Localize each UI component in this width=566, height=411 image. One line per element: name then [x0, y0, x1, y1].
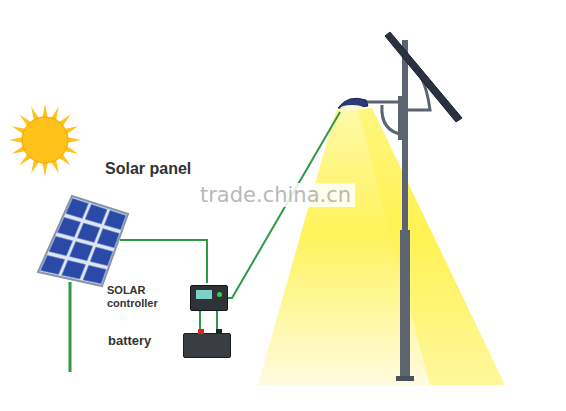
wire [200, 311, 217, 331]
controller-display [196, 290, 212, 299]
solar-cell [77, 223, 100, 242]
battery-terminal-positive [198, 329, 204, 334]
node-label: SOLAR controller [107, 284, 169, 309]
controller-box [190, 285, 228, 311]
battery-terminal-negative [216, 329, 222, 334]
battery-box [183, 333, 231, 358]
sun-ray [9, 137, 23, 143]
sun-ray [42, 162, 48, 176]
sun-ray [67, 137, 81, 143]
battery-node: battery [105, 327, 230, 357]
solar-cell [85, 204, 107, 224]
controller-node: SOLAR controller [105, 283, 230, 311]
pole-base [396, 376, 414, 381]
solar-cell [90, 247, 113, 266]
controller-led [217, 292, 222, 297]
panel-pole [69, 282, 72, 372]
node-label: Solar panel [105, 160, 191, 178]
light-beam [258, 108, 505, 385]
solar-cell [62, 260, 86, 279]
solar-cell [49, 236, 73, 256]
watermark: trade.china.cn [196, 183, 355, 207]
node-label: battery [108, 334, 151, 349]
street-pole-lower [400, 230, 410, 380]
sun-ray [42, 104, 48, 118]
light-beam-core [358, 108, 505, 385]
arm-clamp [398, 96, 406, 140]
lamp-lens [340, 105, 364, 111]
solar-cell [104, 210, 126, 230]
solar-panel [38, 196, 128, 286]
solar-cell [70, 242, 93, 261]
solar-cells [40, 198, 126, 283]
solar-cell [83, 265, 106, 284]
solar-cell [57, 217, 80, 237]
solar-cell [66, 198, 89, 218]
solar-panel-node: Solar panel [30, 155, 120, 290]
solar-cell [40, 255, 64, 274]
wire [120, 240, 207, 283]
sun [9, 104, 81, 176]
solar-cell [97, 229, 119, 248]
lamp-solar-panel [385, 32, 462, 122]
